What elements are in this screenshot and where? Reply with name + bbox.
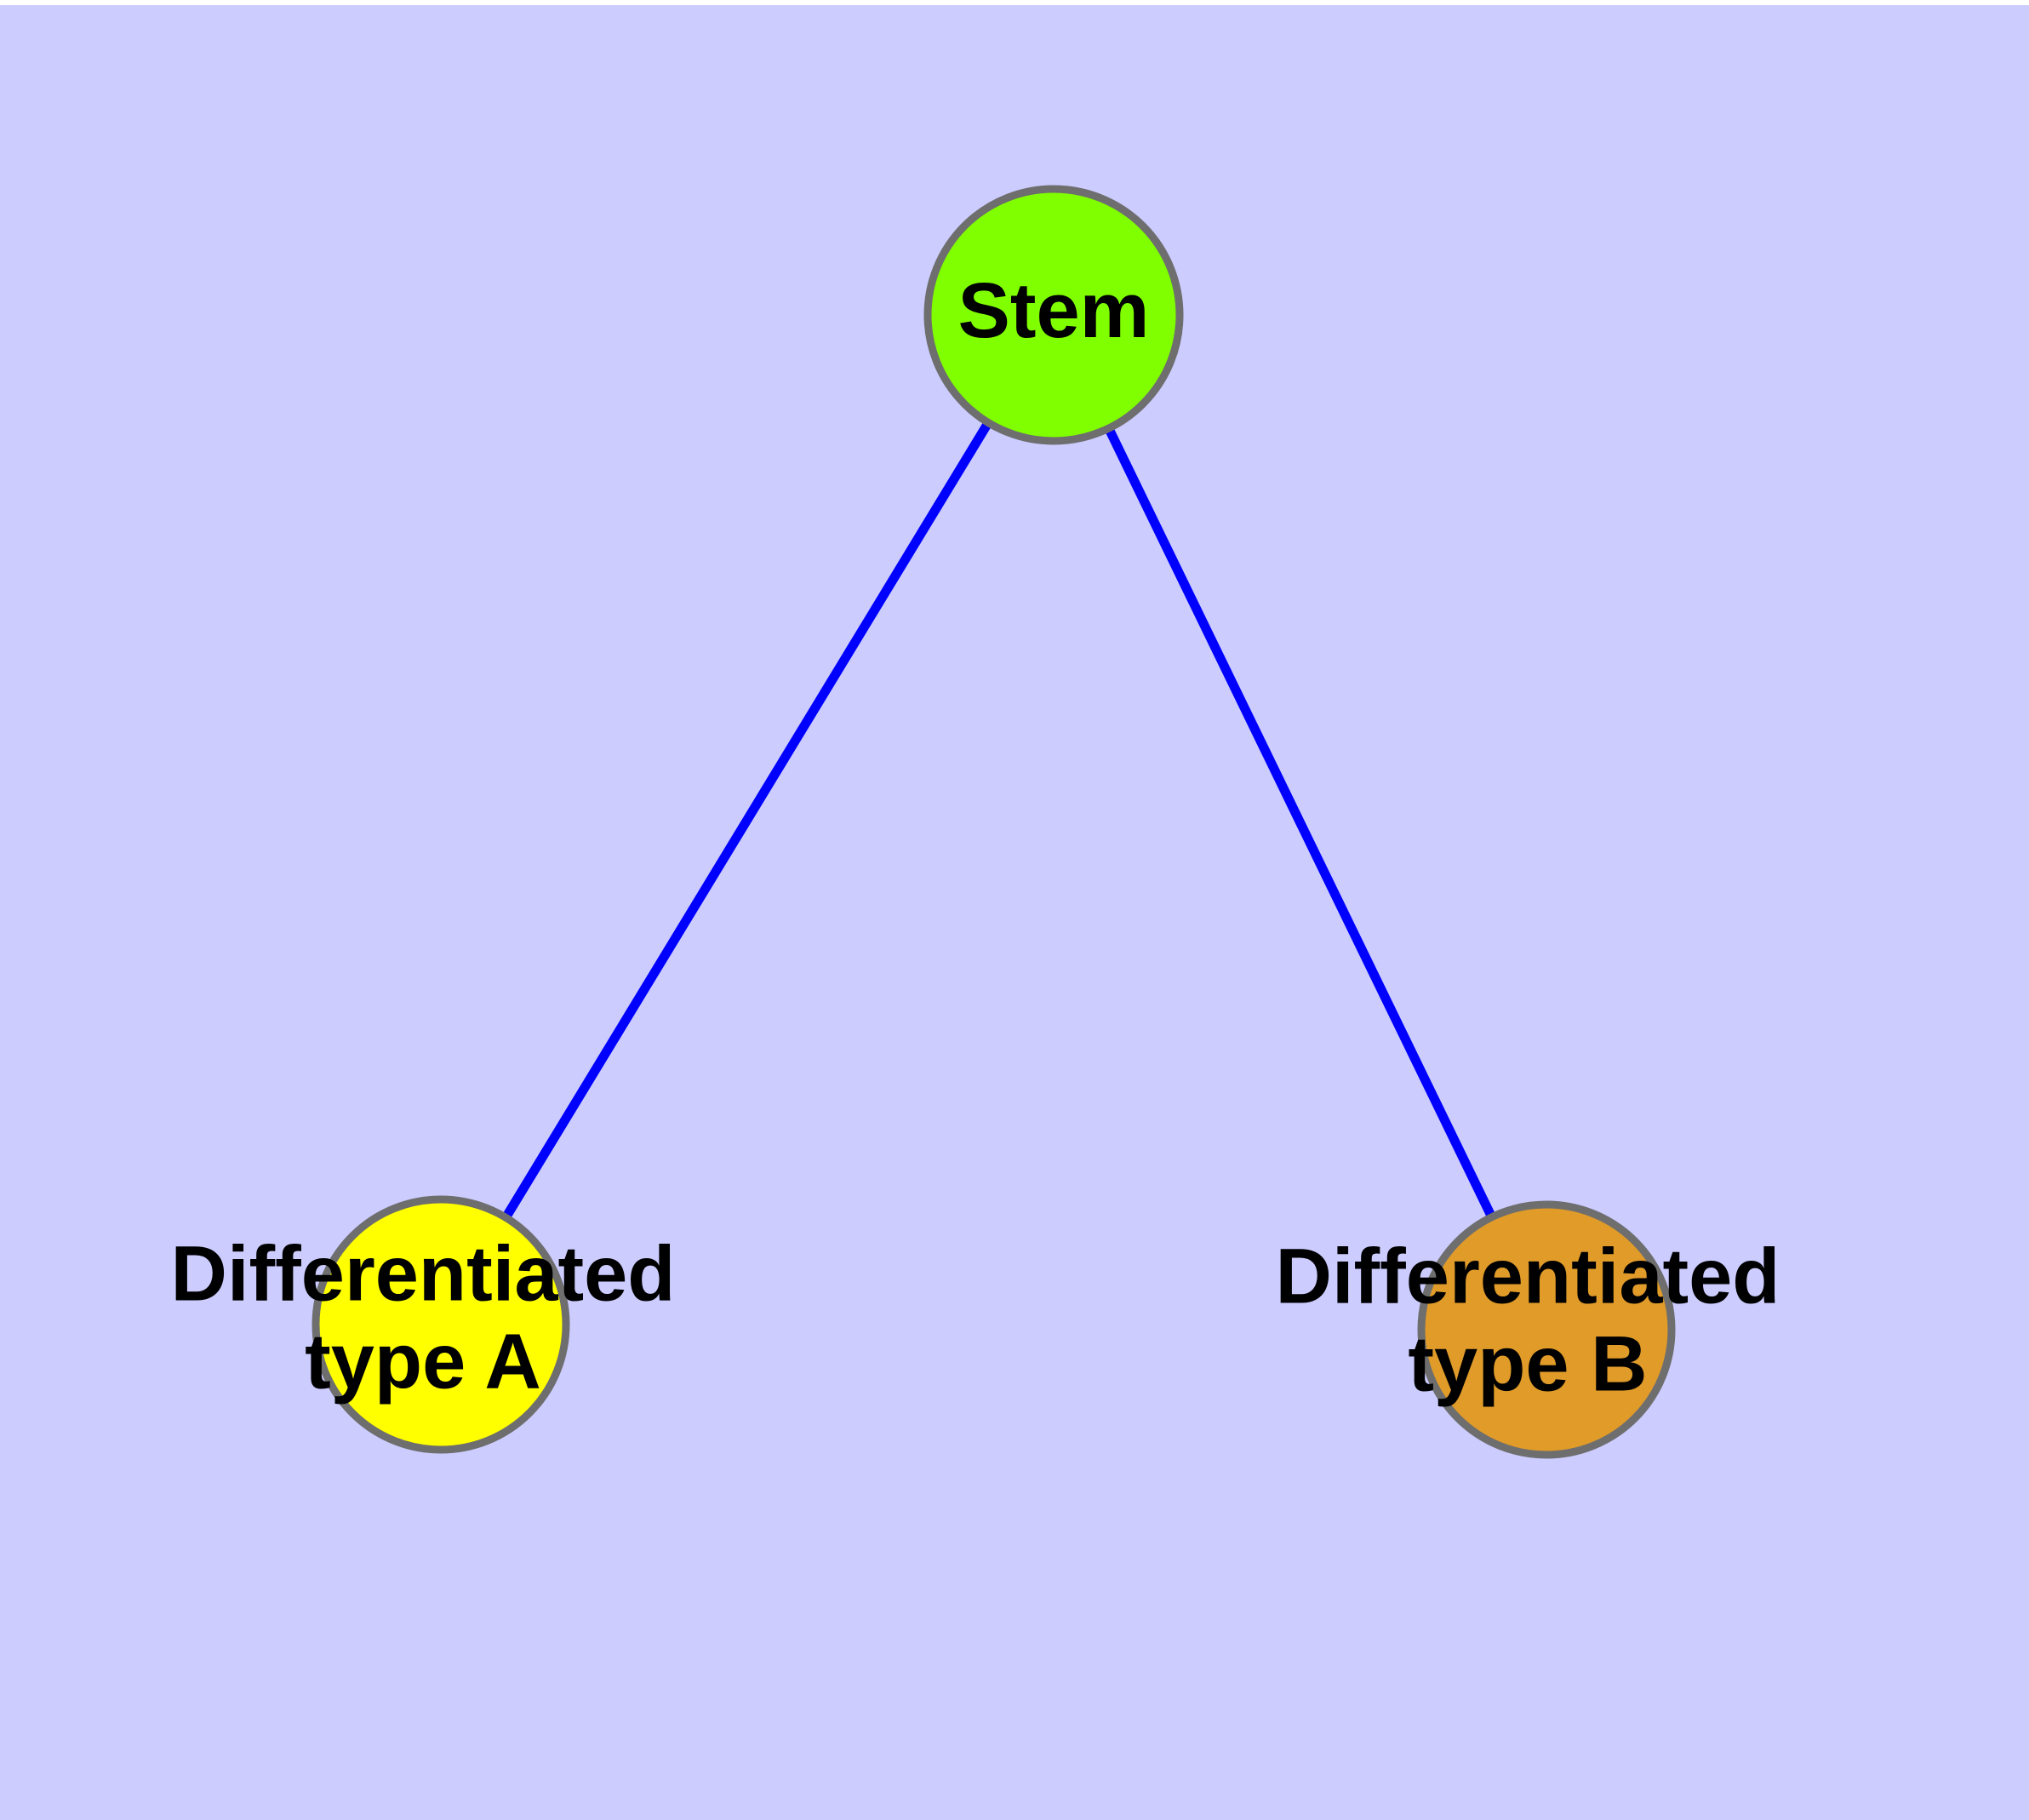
edge-stem-to-differentiated-type-b[interactable] bbox=[1049, 312, 1551, 1332]
node-label-line: Differentiated bbox=[171, 1231, 676, 1318]
nodes-layer bbox=[311, 185, 1676, 1459]
node-label-line: Stem bbox=[958, 267, 1150, 354]
node-differentiated-type-b-circle[interactable] bbox=[1417, 1200, 1676, 1459]
edge-stem-to-differentiated-type-a[interactable] bbox=[437, 312, 1058, 1327]
node-label-line: type B bbox=[1408, 1321, 1647, 1408]
node-stem-circle[interactable] bbox=[923, 185, 1184, 445]
node-differentiated-type-a-circle[interactable] bbox=[311, 1195, 570, 1454]
node-label-line: Differentiated bbox=[1276, 1233, 1780, 1320]
node-label-line: type A bbox=[305, 1319, 541, 1405]
node-stem-label: Stem bbox=[958, 267, 1150, 354]
edges-layer bbox=[437, 312, 1551, 1332]
